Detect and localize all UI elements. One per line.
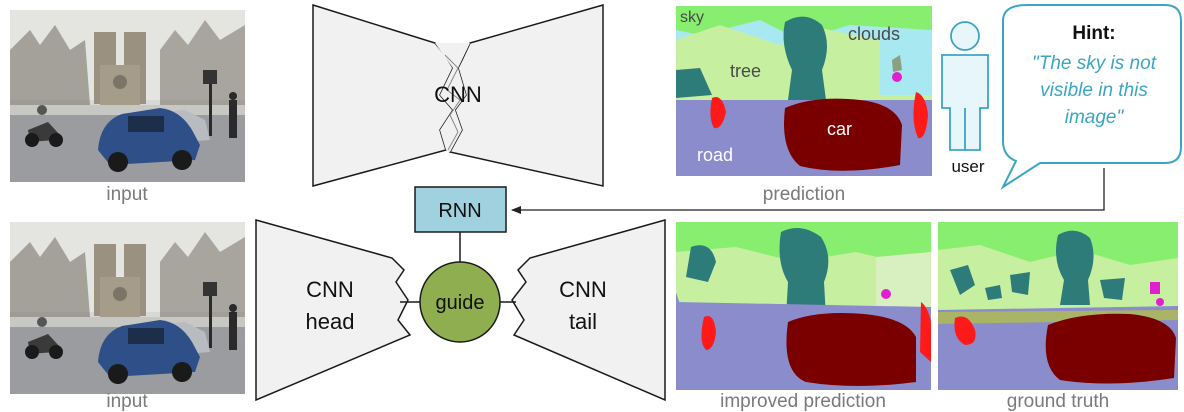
improved-prediction-map [676, 222, 931, 390]
seg-label-tree: tree [730, 61, 761, 81]
guide-label: guide [436, 292, 485, 314]
cnn-tail-block [511, 219, 666, 402]
seg-label-road: road [697, 145, 733, 165]
feedback-arrow [511, 168, 1105, 214]
input-bottom-caption: input [106, 391, 148, 412]
input-photo-bottom [10, 222, 245, 394]
cnn-label: CNN [434, 82, 482, 107]
input-top-caption: input [106, 184, 148, 205]
rnn-label: RNN [438, 200, 481, 222]
improved-prediction-caption: improved prediction [720, 391, 886, 412]
hint-line-2: visible in this [1040, 80, 1148, 101]
hint-bubble [1000, 4, 1182, 190]
prediction-map [676, 6, 932, 176]
cnn-head-block [255, 219, 412, 402]
hint-line-1: "The sky is not [1032, 53, 1157, 74]
seg-label-car: car [827, 119, 852, 139]
cnn-tail-label-1: CNN [559, 277, 607, 302]
cnn-head-label-1: CNN [306, 277, 354, 302]
user-caption: user [951, 157, 984, 176]
hint-title: Hint: [1072, 23, 1115, 44]
guide-node [419, 261, 501, 343]
hint-line-3: image" [1065, 107, 1125, 128]
cnn-tail-label-2: tail [569, 309, 597, 334]
ground-truth-caption: ground truth [1007, 391, 1109, 412]
seg-label-clouds: clouds [848, 24, 900, 44]
cnn-block [312, 3, 604, 187]
user-icon [941, 21, 989, 151]
cnn-head-label-2: head [306, 309, 355, 334]
seg-label-sky: sky [680, 9, 704, 26]
prediction-caption: prediction [763, 184, 845, 205]
input-photo-top [10, 10, 245, 182]
ground-truth-map [938, 222, 1178, 390]
